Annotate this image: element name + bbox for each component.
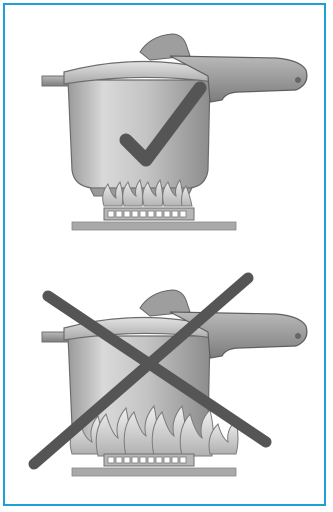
correct-usage-panel	[41, 33, 308, 231]
large-flame-icon	[69, 404, 239, 457]
small-flame-icon	[102, 178, 193, 207]
gas-burner-icon	[71, 207, 237, 231]
gas-burner-icon	[71, 453, 237, 477]
incorrect-usage-panel	[0, 256, 333, 512]
cross-icon	[28, 272, 272, 470]
checkmark-icon	[119, 81, 207, 167]
